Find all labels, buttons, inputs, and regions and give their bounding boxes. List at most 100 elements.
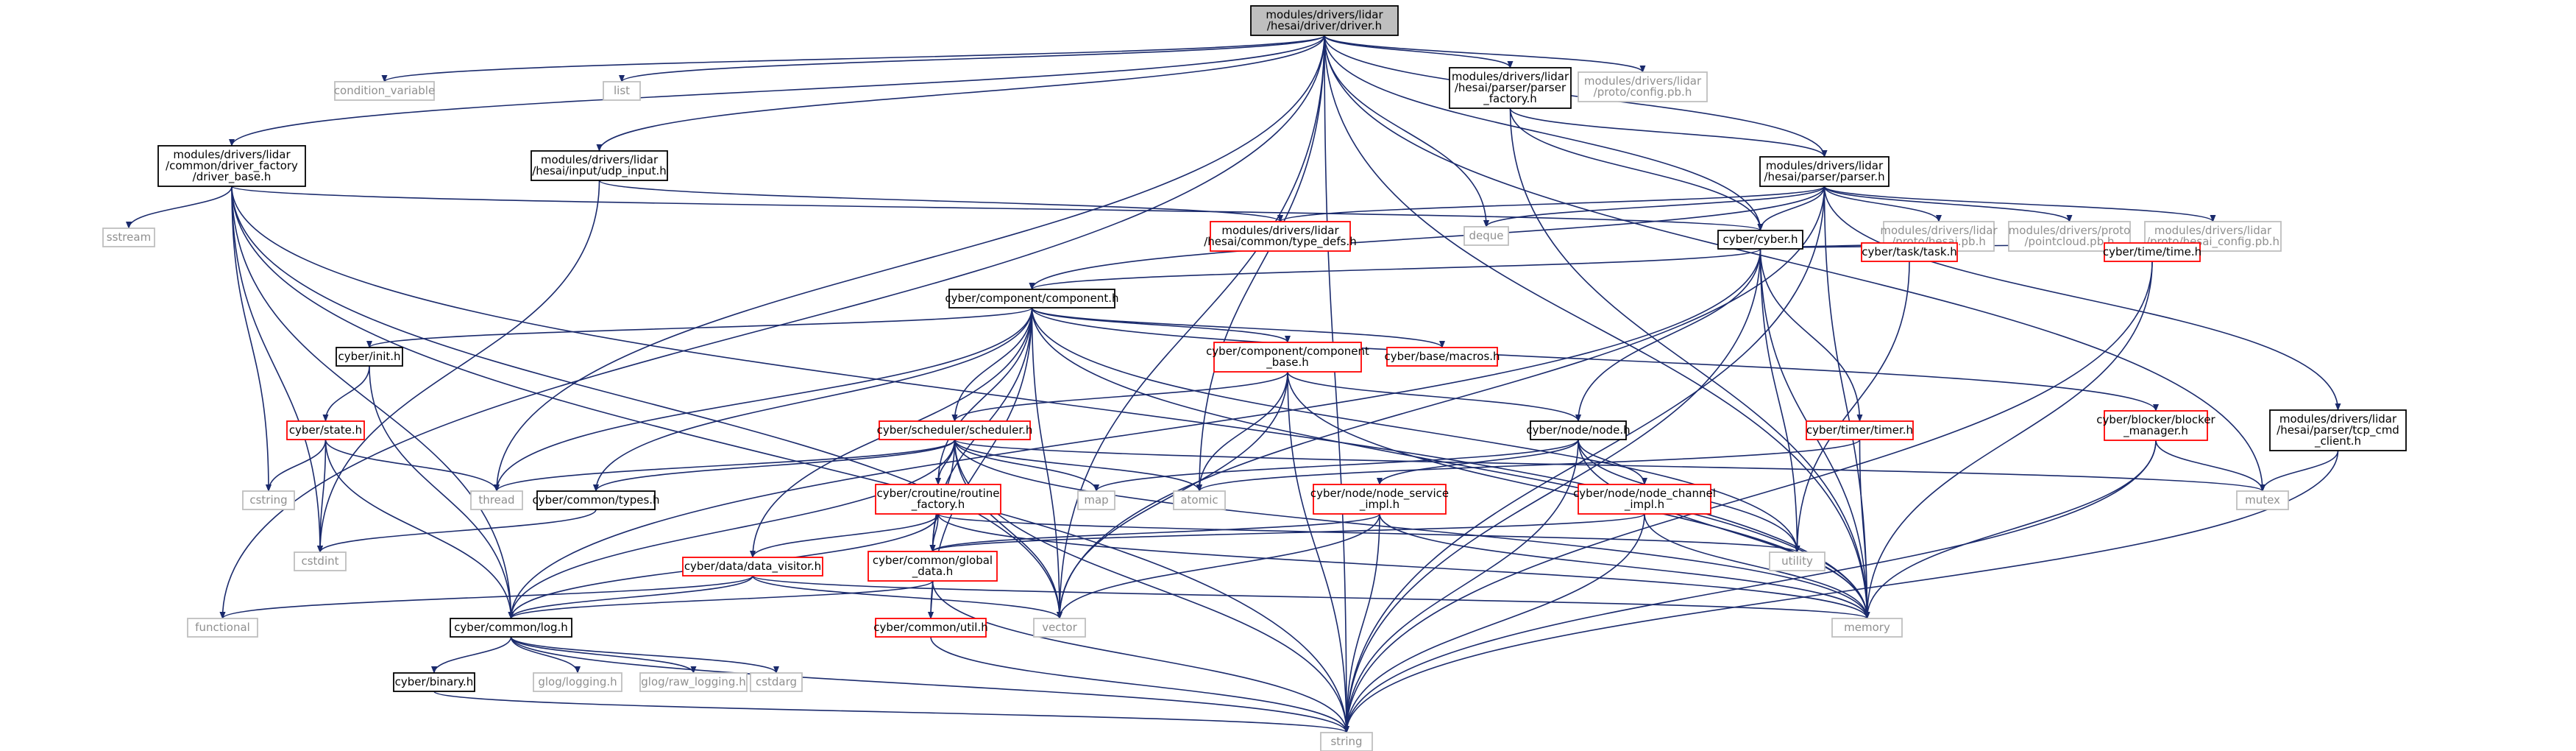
node-cyber-h[interactable]: cyber/cyber.h: [1717, 230, 1803, 250]
node-node-h[interactable]: cyber/node/node.h: [1526, 420, 1631, 440]
node-label: cyber/croutine/routine: [876, 487, 999, 500]
edge-root-to-deque: [1324, 35, 1489, 228]
node-box: [102, 228, 155, 247]
node-box: [867, 551, 998, 582]
edge-root-to-parser_h: [1324, 35, 1828, 158]
node-root: modules/drivers/lidar/hesai/driver/drive…: [1250, 5, 1399, 36]
edge-node_service_impl-to-global_data: [929, 513, 1380, 552]
node-log-h[interactable]: cyber/common/log.h: [450, 618, 572, 638]
node-time-h[interactable]: cyber/time/time.h: [2103, 242, 2201, 262]
node-box: [1806, 420, 1914, 440]
node-box: [1173, 490, 1226, 510]
edge-root-to-parser_factory: [1324, 35, 1514, 68]
node-label: _client.h: [2314, 434, 2361, 448]
node-macros-h[interactable]: cyber/base/macros.h: [1384, 347, 1500, 367]
node-parser-h[interactable]: modules/drivers/lidar/hesai/parser/parse…: [1759, 156, 1890, 187]
edge-component_h-to-vector: [1031, 307, 1062, 619]
node-atomic: atomic: [1173, 490, 1226, 510]
node-label: functional: [195, 621, 250, 634]
node-component-base[interactable]: cyber/component/component_base.h: [1206, 342, 1369, 373]
node-types-h[interactable]: cyber/common/types.h: [532, 490, 660, 510]
node-box: [393, 672, 475, 692]
edge-cyber_h-to-timer_h: [1759, 248, 1863, 422]
node-node-channel-impl[interactable]: cyber/node/node_channel_impl.h: [1573, 484, 1716, 515]
node-driver-base[interactable]: modules/drivers/lidar/common/driver_fact…: [157, 145, 306, 187]
node-global-data[interactable]: cyber/common/global_data.h: [867, 551, 998, 582]
edge-blocker_mgr-to-mutex: [2155, 440, 2265, 492]
node-label: string: [1330, 735, 1362, 748]
edge-driver_base-to-string: [231, 186, 1349, 733]
node-label: condition_variable: [334, 84, 435, 98]
edge-component_base-to-string: [1287, 371, 1349, 733]
node-node-service-impl[interactable]: cyber/node/node_service_impl.h: [1310, 484, 1449, 515]
node-state-h[interactable]: cyber/state.h: [286, 420, 365, 440]
node-sstream: sstream: [102, 228, 155, 247]
node-box: [2269, 409, 2407, 451]
edge-timer_h-to-memory: [1859, 439, 1870, 619]
node-box: [450, 618, 572, 638]
edge-log_h-to-glog_raw: [510, 636, 697, 674]
node-box: [294, 551, 347, 571]
node-udp-input[interactable]: modules/drivers/lidar/hesai/input/udp_in…: [531, 150, 668, 181]
node-box: [1320, 732, 1373, 751]
node-label: /hesai/driver/driver.h: [1267, 19, 1382, 32]
node-deque: deque: [1463, 226, 1509, 246]
node-box: [336, 347, 403, 367]
node-label: cyber/base/macros.h: [1384, 350, 1500, 363]
node-parser-factory[interactable]: modules/drivers/lidar/hesai/parser/parse…: [1449, 67, 1572, 109]
edge-root-to-string: [1324, 35, 1349, 733]
node-cond-var: condition_variable: [334, 81, 435, 101]
node-tcp-cmd[interactable]: modules/drivers/lidar/hesai/parser/tcp_c…: [2269, 409, 2407, 451]
node-binary-h[interactable]: cyber/binary.h: [393, 672, 475, 692]
edge-root-to-list: [619, 35, 1325, 82]
node-label: cyber/task/task.h: [1862, 245, 1957, 258]
node-box: [1578, 71, 1708, 102]
edge-root-to-driver_base: [229, 35, 1325, 147]
edge-driver_base-to-sstream: [126, 186, 233, 229]
node-label: cyber/component/component.h: [945, 292, 1118, 305]
edge-state_h-to-log_h: [324, 439, 514, 619]
node-label: cyber/blocker/blocker: [2096, 413, 2215, 426]
node-util-h[interactable]: cyber/common/util.h: [873, 618, 988, 638]
edge-node_service_impl-to-vector: [1057, 513, 1380, 619]
node-label: list: [614, 84, 630, 97]
node-component-h[interactable]: cyber/component/component.h: [945, 289, 1119, 308]
node-routine-factory[interactable]: cyber/croutine/routine_factory.h: [875, 484, 1001, 515]
edge-data_visitor-to-memory: [752, 575, 1870, 619]
edge-root-to-functional: [219, 35, 1325, 619]
edge-log_h-to-string: [510, 636, 1349, 733]
node-label: modules/drivers/lidar: [1584, 74, 1702, 88]
node-label: modules/drivers/lidar: [1266, 8, 1383, 21]
node-label: cyber/common/global: [873, 554, 993, 567]
node-proto-config: modules/drivers/lidar/proto/config.pb.h: [1578, 71, 1708, 102]
node-task-h[interactable]: cyber/task/task.h: [1861, 242, 1958, 262]
node-data-visitor[interactable]: cyber/data/data_visitor.h: [682, 557, 823, 577]
node-timer-h[interactable]: cyber/timer/timer.h: [1806, 420, 1914, 440]
edge-util_h-to-string: [930, 636, 1349, 733]
edge-cyber_h-to-log_h: [508, 248, 1761, 619]
node-vector: vector: [1033, 618, 1086, 638]
node-label: cyber/timer/timer.h: [1806, 423, 1913, 437]
edge-scheduler_h-to-log_h: [508, 439, 956, 619]
node-label: cyber/node/node_service: [1310, 487, 1449, 501]
node-type-defs[interactable]: modules/drivers/lidar/hesai/common/type_…: [1204, 221, 1357, 252]
edge-cyber_h-to-utility: [1759, 248, 1800, 553]
edge-scheduler_h-to-string: [954, 439, 1349, 733]
edge-driver_base-to-cstring: [231, 186, 272, 492]
node-init-h[interactable]: cyber/init.h: [336, 347, 403, 367]
node-label: /hesai/parser/parser: [1455, 81, 1566, 94]
node-box: [875, 484, 1001, 515]
node-label: /pointcloud.pb.h: [2024, 235, 2114, 248]
edge-node_channel_impl-to-global_data: [929, 513, 1645, 552]
node-label: thread: [478, 493, 514, 507]
edge-node_h-to-string: [1344, 439, 1579, 733]
node-label: /hesai/common/type_defs.h: [1204, 235, 1357, 249]
node-blocker-mgr[interactable]: cyber/blocker/blocker_manager.h: [2096, 410, 2216, 441]
edge-data_visitor-to-vector: [752, 575, 1062, 619]
node-box: [875, 618, 987, 638]
node-scheduler-h[interactable]: cyber/scheduler/scheduler.h: [877, 420, 1033, 440]
node-box: [1717, 230, 1803, 250]
node-box: [157, 145, 306, 187]
edge-parser_h-to-component_h: [1029, 186, 1825, 290]
node-label: cstdarg: [756, 675, 797, 688]
